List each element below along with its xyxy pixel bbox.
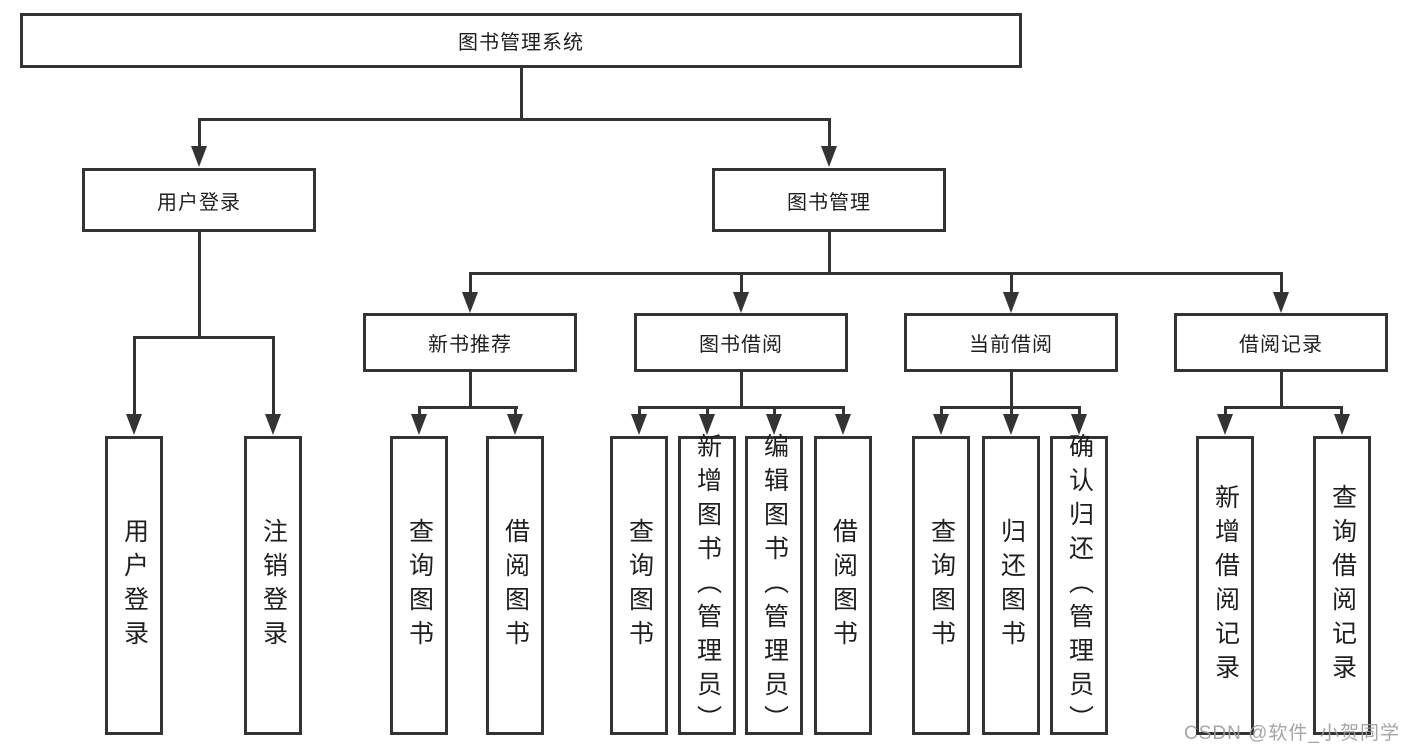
arrow-down-icon xyxy=(265,414,281,435)
leaf-add-book-admin: 新增图书（管理员） xyxy=(678,433,736,739)
node-user-login: 用户登录 xyxy=(82,168,316,232)
connector-line xyxy=(133,336,275,339)
connector-line xyxy=(1280,272,1283,296)
node-book-borrowing: 图书借阅 xyxy=(634,313,848,372)
connector-line xyxy=(469,371,472,409)
connector-line xyxy=(1010,371,1013,409)
node-borrowing-records: 借阅记录 xyxy=(1174,313,1388,372)
leaf-label: 编辑图书（管理员） xyxy=(760,432,789,739)
connector-line xyxy=(773,406,776,418)
leaf-query-borrow-record: 查询借阅记录 xyxy=(1313,436,1371,735)
connector-line xyxy=(842,406,845,418)
leaf-label: 查询图书 xyxy=(927,517,956,654)
node-label: 用户登录 xyxy=(157,191,241,214)
leaf-label: 新增图书（管理员） xyxy=(693,432,722,739)
arrow-down-icon xyxy=(1334,414,1350,435)
leaf-query-books-current: 查询图书 xyxy=(912,436,970,735)
leaf-query-books-borrowing: 查询图书 xyxy=(610,436,668,735)
leaf-label: 新增借阅记录 xyxy=(1211,483,1240,688)
leaf-label: 查询图书 xyxy=(405,517,434,654)
arrow-down-icon xyxy=(699,414,715,435)
arrow-down-icon xyxy=(835,414,851,435)
node-label: 图书管理 xyxy=(787,191,871,214)
leaf-user-login: 用户登录 xyxy=(105,436,163,735)
node-label: 当前借阅 xyxy=(969,334,1053,356)
arrow-down-icon xyxy=(766,414,782,435)
connector-line xyxy=(706,406,709,418)
leaf-add-borrow-record: 新增借阅记录 xyxy=(1196,436,1254,735)
watermark: CSDN @软件_小贺同学 xyxy=(1184,723,1400,744)
arrow-down-icon xyxy=(1273,292,1289,313)
node-label: 借阅记录 xyxy=(1239,334,1323,356)
connector-line xyxy=(469,272,472,296)
leaf-logout: 注销登录 xyxy=(244,436,302,735)
connector-line xyxy=(1010,272,1013,296)
connector-line xyxy=(1224,406,1227,418)
leaf-query-books-recommend: 查询图书 xyxy=(390,436,448,735)
leaf-label: 借阅图书 xyxy=(829,517,858,654)
leaf-label: 查询图书 xyxy=(625,517,654,654)
leaf-label: 注销登录 xyxy=(259,517,288,654)
arrow-down-icon xyxy=(507,414,523,435)
connector-line xyxy=(520,67,523,118)
node-book-management: 图书管理 xyxy=(712,168,946,232)
node-label: 图书管理系统 xyxy=(458,32,584,54)
connector-line xyxy=(828,231,831,273)
leaf-label: 用户登录 xyxy=(120,517,149,654)
arrow-down-icon xyxy=(733,292,749,313)
connector-line xyxy=(1010,406,1013,418)
arrow-down-icon xyxy=(1003,414,1019,435)
connector-line xyxy=(418,406,518,409)
connector-line xyxy=(828,118,831,150)
arrow-down-icon xyxy=(1071,414,1087,435)
connector-line xyxy=(198,118,201,150)
node-current-borrowing: 当前借阅 xyxy=(904,313,1118,372)
arrow-down-icon xyxy=(462,292,478,313)
leaf-label: 归还图书 xyxy=(997,517,1026,654)
connector-line xyxy=(1224,406,1343,409)
arrow-down-icon xyxy=(933,414,949,435)
leaf-label: 确认归还（管理员） xyxy=(1065,432,1094,739)
arrow-down-icon xyxy=(126,414,142,435)
connector-line xyxy=(133,336,136,418)
leaf-confirm-return-admin: 确认归还（管理员） xyxy=(1050,433,1108,739)
arrow-down-icon xyxy=(411,414,427,435)
arrow-down-icon xyxy=(1217,414,1233,435)
connector-line xyxy=(1078,406,1081,418)
node-label: 新书推荐 xyxy=(428,334,512,356)
leaf-edit-book-admin: 编辑图书（管理员） xyxy=(745,433,803,739)
connector-line xyxy=(1280,371,1283,409)
connector-line xyxy=(469,272,1283,275)
connector-line xyxy=(514,406,517,418)
connector-line xyxy=(940,406,943,418)
connector-line xyxy=(740,371,743,409)
leaf-return-books: 归还图书 xyxy=(982,436,1040,735)
connector-line xyxy=(740,272,743,296)
connector-line xyxy=(1340,406,1343,418)
leaf-borrow-books: 借阅图书 xyxy=(814,436,872,735)
node-new-book-recommend: 新书推荐 xyxy=(363,313,577,372)
connector-line xyxy=(638,406,641,418)
leaf-label: 查询借阅记录 xyxy=(1328,483,1357,688)
connector-line xyxy=(638,406,845,409)
leaf-label: 借阅图书 xyxy=(501,517,530,654)
connector-line xyxy=(272,336,275,418)
arrow-down-icon xyxy=(821,146,837,167)
leaf-borrow-books-recommend: 借阅图书 xyxy=(486,436,544,735)
arrow-down-icon xyxy=(631,414,647,435)
connector-line xyxy=(198,118,831,121)
arrow-down-icon xyxy=(191,146,207,167)
connector-line xyxy=(418,406,421,418)
arrow-down-icon xyxy=(1003,292,1019,313)
connector-line xyxy=(198,231,201,336)
node-root: 图书管理系统 xyxy=(20,13,1022,68)
node-label: 图书借阅 xyxy=(699,334,783,356)
